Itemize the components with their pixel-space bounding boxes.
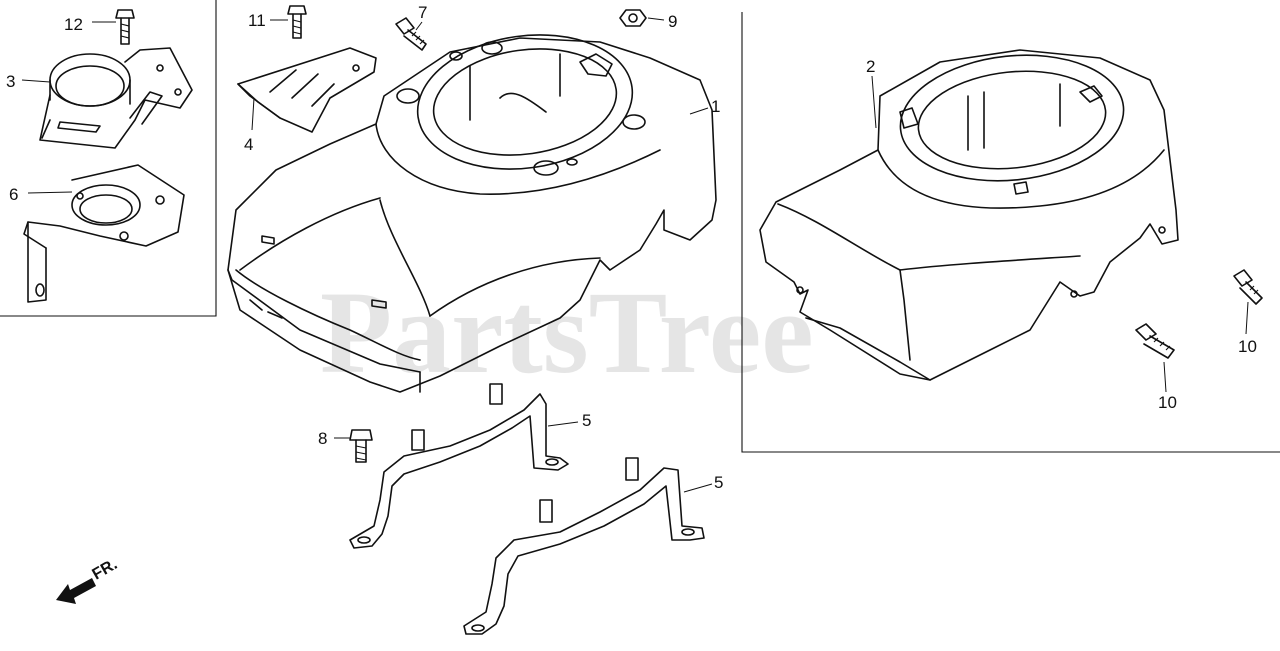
- watermark: PartsTree: [320, 267, 814, 398]
- callouts: 12 3 6 4 11 7 9 1 2 10 10 5 5 8: [6, 3, 1257, 492]
- callout-10-lower: 10: [1158, 393, 1177, 412]
- direction-label: FR.: [90, 556, 121, 584]
- callout-10-upper: 10: [1238, 337, 1257, 356]
- part-6-plate[interactable]: [23, 164, 185, 303]
- callout-6: 6: [9, 185, 18, 204]
- part-1-fan-shroud[interactable]: [227, 22, 717, 393]
- part-10-bolt-upper[interactable]: [1233, 269, 1263, 305]
- part-12-bolt[interactable]: [115, 9, 135, 45]
- right-inset-frame: [741, 12, 1280, 453]
- part-10-bolt-lower[interactable]: [1135, 323, 1175, 359]
- callout-12: 12: [64, 15, 83, 34]
- callout-5-upper: 5: [582, 411, 591, 430]
- left-inset-frame: [0, 0, 217, 317]
- callout-4: 4: [244, 135, 253, 154]
- callout-11: 11: [248, 11, 266, 30]
- part-5-strap-lower[interactable]: [463, 457, 705, 635]
- callout-8: 8: [318, 429, 327, 448]
- part-5-strap-upper[interactable]: [349, 383, 569, 549]
- part-2-fan-shroud[interactable]: [759, 45, 1179, 381]
- part-9-nut[interactable]: [619, 9, 647, 27]
- callout-1: 1: [711, 97, 720, 116]
- callout-5-lower: 5: [714, 473, 723, 492]
- part-3-bracket[interactable]: [39, 47, 193, 149]
- part-11-bolt[interactable]: [287, 5, 307, 39]
- part-4-bracket[interactable]: [237, 47, 377, 133]
- part-8-bolt[interactable]: [349, 429, 373, 463]
- leader-lines: [21, 17, 1249, 493]
- callout-3: 3: [6, 72, 15, 91]
- part-7-bolt[interactable]: [395, 17, 427, 51]
- callout-9: 9: [668, 12, 677, 31]
- callout-7: 7: [418, 3, 427, 22]
- callout-2: 2: [866, 57, 875, 76]
- front-arrow-icon: FR.: [56, 556, 120, 604]
